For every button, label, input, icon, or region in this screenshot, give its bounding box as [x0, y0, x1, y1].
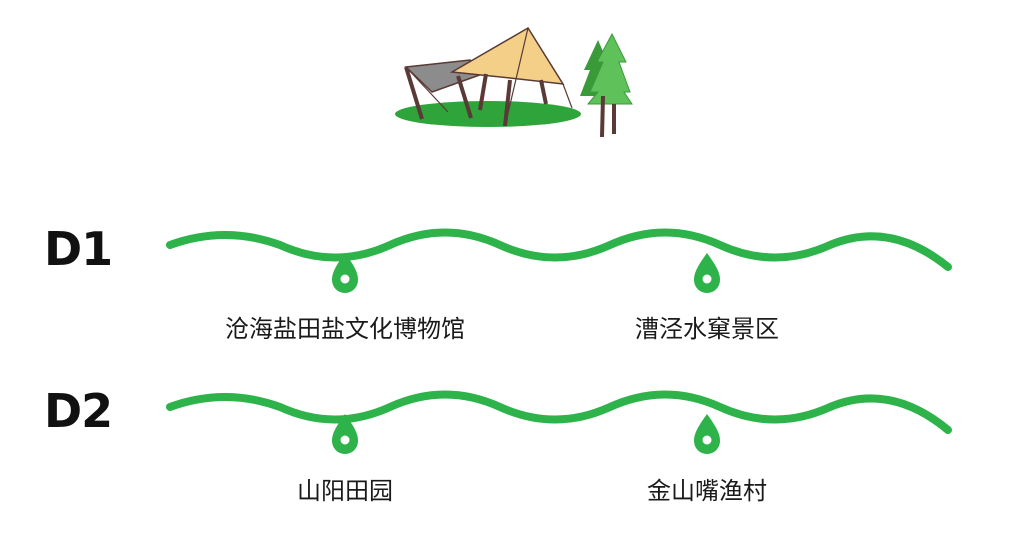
location-drop-icon — [694, 414, 720, 454]
route-wave-d1 — [166, 228, 952, 271]
route-wave-d2 — [166, 390, 952, 434]
stop-label-d1-1: 沧海盐田盐文化博物馆 — [225, 315, 465, 343]
location-drop-icon — [332, 414, 358, 454]
stop-label-d2-2: 金山嘴渔村 — [647, 477, 767, 505]
location-drop-icon — [332, 253, 358, 293]
stop-label-d2-1: 山阳田园 — [297, 477, 393, 505]
stop-label-d1-2: 漕泾水窠景区 — [635, 315, 779, 343]
day-label-d1: D1 — [44, 222, 113, 276]
pine-trees-icon — [580, 32, 633, 138]
camping-tent-icon — [395, 26, 581, 127]
location-drop-icon — [694, 253, 720, 293]
day-label-d2: D2 — [44, 384, 113, 438]
